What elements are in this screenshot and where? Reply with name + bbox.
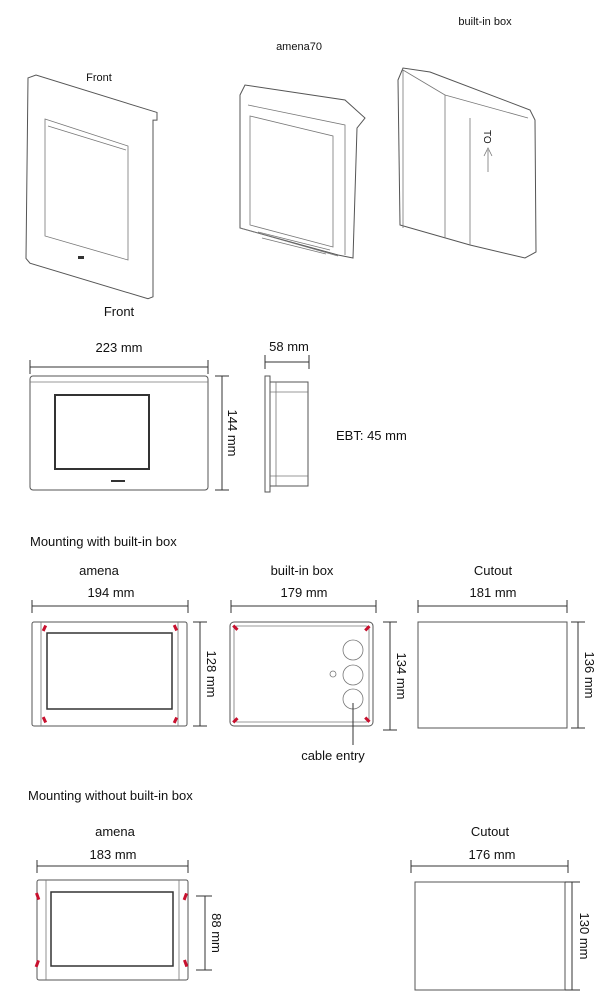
- without-box-heading: Mounting without built-in box: [28, 788, 193, 803]
- front-frame-3d: [25, 74, 158, 300]
- box-3d-label: built-in box: [458, 16, 512, 28]
- front-height-label: 144 mm: [225, 410, 240, 457]
- depth-label: 58 mm: [269, 339, 309, 354]
- with-box-box-drawing: [229, 621, 374, 727]
- front-view-title: Front: [104, 304, 135, 319]
- with-box-box-height: 134 mm: [394, 653, 409, 700]
- with-box-amena-width: 194 mm: [88, 585, 135, 600]
- front-3d-label: Front: [86, 72, 112, 84]
- front-width-label: 223 mm: [96, 340, 143, 355]
- side-view: [264, 375, 309, 493]
- with-box-cutout-width: 181 mm: [470, 585, 517, 600]
- without-box-amena-width: 183 mm: [90, 847, 137, 862]
- without-box-cutout-label: Cutout: [471, 824, 510, 839]
- with-box-box-width: 179 mm: [281, 585, 328, 600]
- cable-entry-label: cable entry: [301, 748, 365, 763]
- box-3d: TO: [397, 67, 537, 259]
- without-box-cutout-height: 130 mm: [577, 913, 592, 960]
- box-to-mark: TO: [481, 130, 492, 144]
- device-3d: [239, 84, 366, 259]
- with-box-amena-drawing: [31, 621, 188, 727]
- with-box-cutout-label: Cutout: [474, 563, 513, 578]
- logo-mark: [78, 256, 84, 259]
- with-box-heading: Mounting with built-in box: [30, 534, 177, 549]
- without-box-cutout-drawing: [414, 881, 566, 991]
- device-3d-label: amena70: [276, 41, 322, 53]
- ebt-label: EBT: 45 mm: [336, 428, 407, 443]
- with-box-amena-label: amena: [79, 563, 120, 578]
- with-box-box-label: built-in box: [271, 563, 334, 578]
- with-box-amena-height: 128 mm: [204, 651, 219, 698]
- without-box-amena-label: amena: [95, 824, 136, 839]
- without-box-amena-drawing: [34, 879, 189, 981]
- with-box-cutout-drawing: [417, 621, 568, 729]
- with-box-cutout-height: 136 mm: [582, 652, 597, 699]
- without-box-amena-height: 88 mm: [209, 913, 224, 953]
- front-panel: [29, 375, 209, 491]
- without-box-cutout-width: 176 mm: [469, 847, 516, 862]
